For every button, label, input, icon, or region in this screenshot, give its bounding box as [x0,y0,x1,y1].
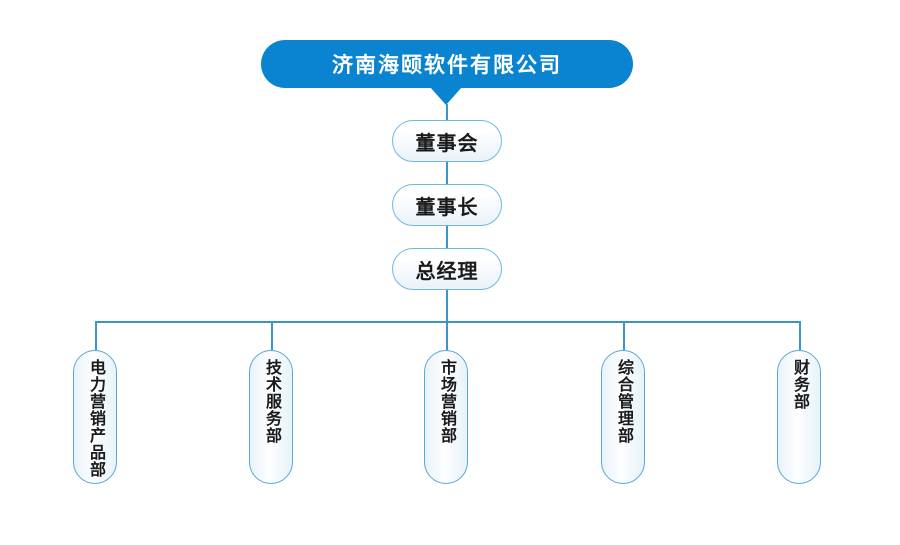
node-dept-finance: 财务部 [777,350,821,484]
node-dept-finance-label: 财务部 [791,359,808,410]
connector-departments-bus [95,321,800,323]
node-board-of-directors: 董事会 [392,120,502,162]
node-chairman: 董事长 [392,184,502,226]
company-name-label: 济南海颐软件有限公司 [332,54,562,77]
connector-bus-to-dept-2 [271,321,273,350]
connector-bus-to-dept-1 [95,321,97,350]
connector-board-to-chairman [446,162,448,184]
connector-bus-to-dept-5 [799,321,801,350]
node-dept-marketing: 市场营销部 [424,350,468,484]
node-general-manager-label: 总经理 [415,260,479,283]
node-general-manager: 总经理 [392,248,502,290]
node-dept-power-marketing-products: 电力营销产品部 [73,350,117,484]
node-board-of-directors-label: 董事会 [415,132,479,155]
company-node-pointer-icon [430,87,462,105]
connector-chairman-to-gm [446,226,448,248]
connector-bus-to-dept-4 [623,321,625,350]
connector-root-to-board [446,104,448,120]
node-dept-general-management: 综合管理部 [601,350,645,484]
node-dept-technical-services: 技术服务部 [249,350,293,484]
connector-bus-to-dept-3 [446,321,448,350]
node-dept-general-management-label: 综合管理部 [615,359,632,444]
node-dept-technical-services-label: 技术服务部 [263,359,280,444]
node-dept-power-marketing-products-label: 电力营销产品部 [87,359,104,478]
connector-gm-to-bus [446,290,448,322]
company-root-node: 济南海颐软件有限公司 [261,40,633,88]
node-dept-marketing-label: 市场营销部 [438,359,455,444]
node-chairman-label: 董事长 [415,196,479,219]
